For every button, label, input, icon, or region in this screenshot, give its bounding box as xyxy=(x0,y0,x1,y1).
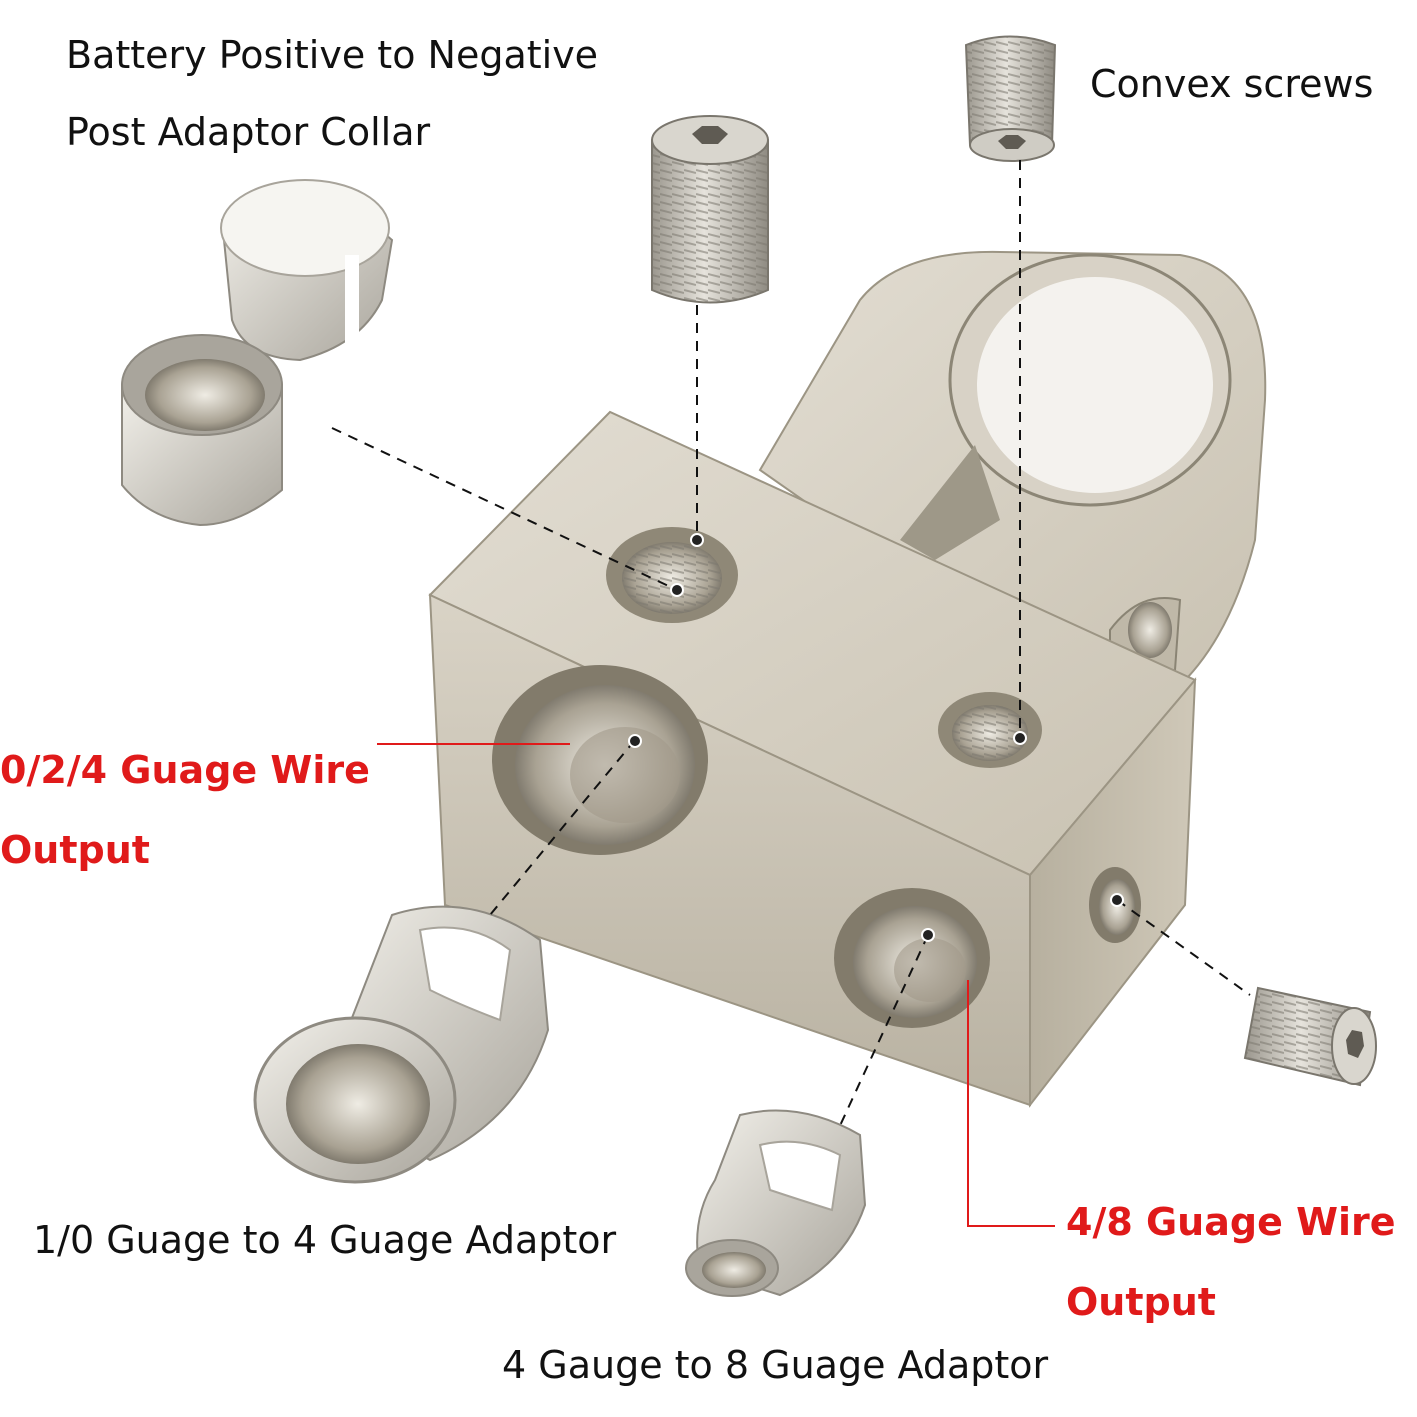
large-wire-bore xyxy=(492,665,708,855)
dashed-leaders xyxy=(331,160,1251,1131)
collar-label-line2: Post Adaptor Collar xyxy=(66,110,431,154)
solid-collar xyxy=(121,334,283,527)
adaptor-large xyxy=(253,905,550,1184)
set-screw-side xyxy=(1243,986,1377,1087)
small-wire-bore xyxy=(834,888,990,1028)
post-clamp-ring xyxy=(758,250,1267,692)
red-leaders xyxy=(377,743,1055,1227)
split-collar xyxy=(220,179,394,362)
top-hole-rear xyxy=(606,527,738,623)
adaptor-4-to-8-label: 4 Gauge to 8 Guage Adaptor xyxy=(502,1343,1049,1387)
adaptor-small xyxy=(685,1109,867,1297)
adaptor-10-to-4-label: 1/0 Guage to 4 Guage Adaptor xyxy=(33,1218,617,1262)
set-screw-top-right xyxy=(964,35,1057,162)
output-48-label-line2: Output xyxy=(1066,1280,1216,1324)
output-48-label-line1: 4/8 Guage Wire xyxy=(1066,1200,1396,1244)
top-hole-front xyxy=(938,692,1042,768)
output-024-label-line2: Output xyxy=(0,828,150,872)
pointer-dots xyxy=(628,533,1124,942)
output-024-label-line1: 0/2/4 Guage Wire xyxy=(0,748,370,792)
set-screw-center xyxy=(651,115,769,304)
convex-screws-label: Convex screws xyxy=(1090,62,1374,106)
collar-label-line1: Battery Positive to Negative xyxy=(66,33,599,77)
